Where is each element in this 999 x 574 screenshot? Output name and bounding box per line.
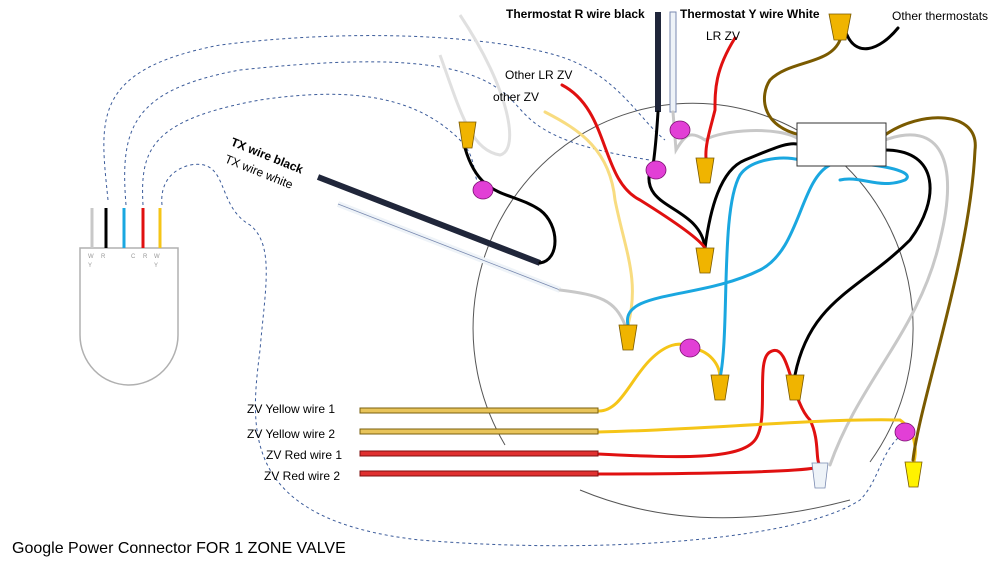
connector-terminal-labels: W R C R W Y Y (88, 254, 160, 269)
terminal-sublabel: Y (154, 263, 158, 269)
diagram-caption: Google Power Connector FOR 1 ZONE VALVE (12, 540, 346, 557)
junction-box-outline (472, 102, 914, 463)
zv-red-wire-1 (359, 450, 599, 457)
label-other-lr-zv: Other LR ZV (505, 68, 572, 82)
label-other-zv: other ZV (493, 90, 539, 104)
terminal-label: R (101, 254, 106, 260)
label-lr-zv: LR ZV (706, 29, 740, 43)
splice-dots (472, 120, 916, 442)
wire-nut (458, 121, 477, 149)
wire-nut (785, 374, 805, 401)
grey-cable-bundle (438, 14, 512, 157)
wire-nut (710, 374, 730, 401)
label-zv-red-1: ZV Red wire 1 (266, 448, 342, 462)
tx-wire-white-outline (337, 203, 561, 291)
splice-dot (645, 160, 667, 180)
wire-nuts (458, 13, 923, 489)
power-connector-body (79, 247, 179, 386)
terminal-label: W (88, 254, 94, 260)
label-other-thermostats: Other thermostats (892, 9, 988, 23)
terminal-label: W (154, 254, 160, 260)
wire-nut-white (811, 462, 829, 489)
tx-wire-black (316, 174, 542, 266)
wire-nut-yellow (904, 461, 923, 488)
splice-dot (679, 338, 701, 358)
junction-box-outline-lower (579, 489, 851, 519)
thermostat-r-wire (655, 12, 661, 112)
transformer-box (796, 122, 887, 167)
label-thermostat-r: Thermostat R wire black (506, 7, 645, 21)
wire-nut (828, 13, 852, 41)
terminal-label: C (131, 254, 136, 260)
terminal-sublabel: Y (88, 263, 92, 269)
label-zv-yellow-2: ZV Yellow wire 2 (247, 427, 335, 441)
label-zv-yellow-1: ZV Yellow wire 1 (247, 402, 335, 416)
label-thermostat-y: Thermostat Y wire White (680, 7, 820, 21)
wire-nut (695, 157, 715, 184)
dashed-routes (103, 35, 906, 547)
zv-yellow-wire-2 (359, 428, 599, 435)
label-zv-red-2: ZV Red wire 2 (264, 469, 340, 483)
wire-nut (618, 324, 638, 351)
splice-dot (669, 120, 691, 140)
wire-nut (695, 247, 715, 274)
splice-dot (894, 422, 916, 442)
zv-yellow-wire-1 (359, 407, 599, 414)
thermostat-y-wire (669, 11, 677, 113)
terminal-label: R (143, 254, 148, 260)
splice-dot (472, 180, 494, 200)
zv-red-wire-2 (359, 470, 599, 477)
